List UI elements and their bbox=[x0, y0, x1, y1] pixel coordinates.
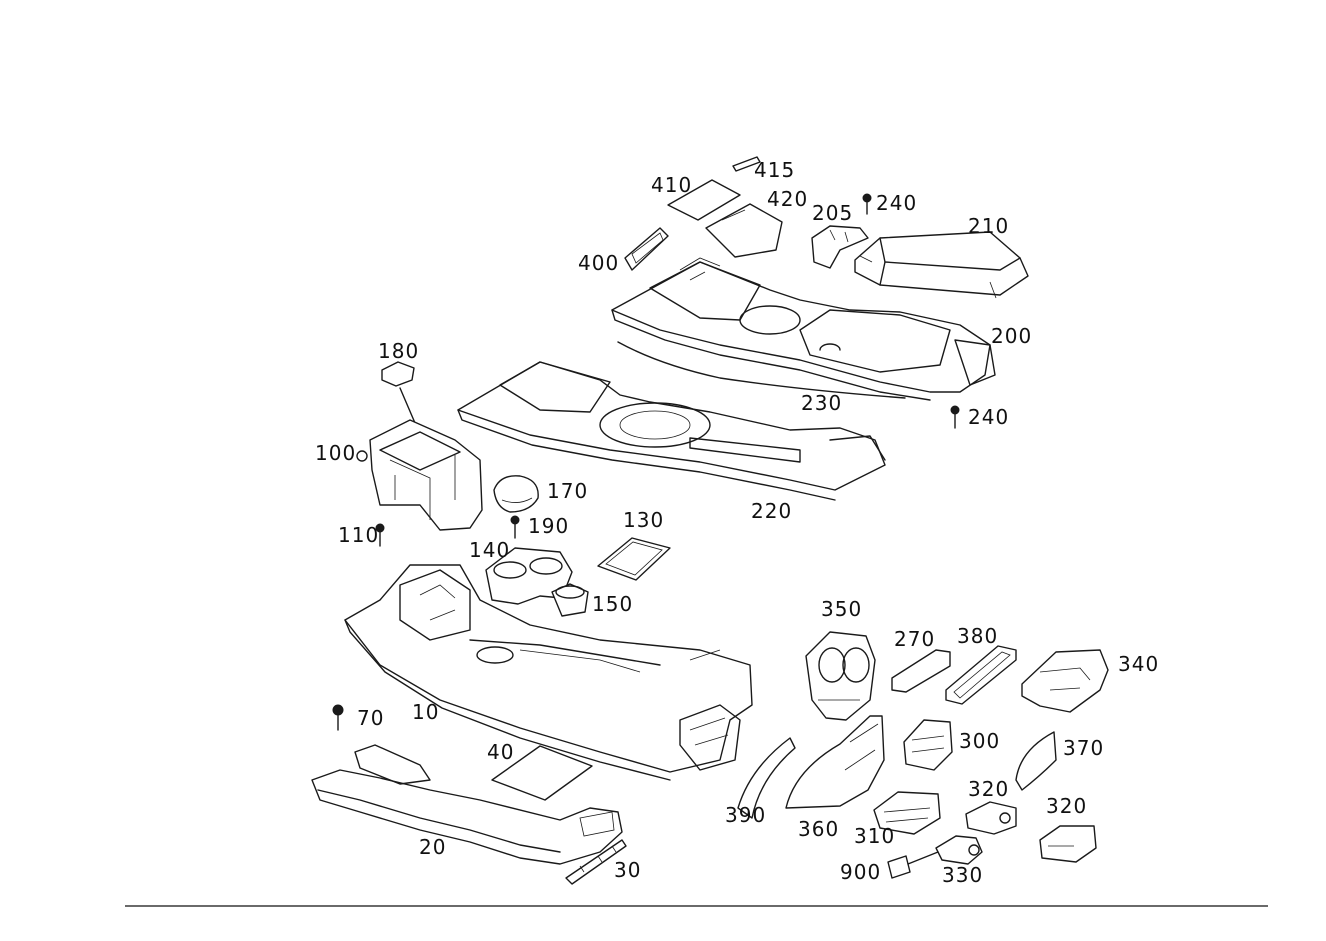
part-170-knob bbox=[493, 475, 539, 513]
part-320-socket-b bbox=[1039, 825, 1097, 863]
part-200-armrest-panel bbox=[611, 257, 996, 401]
callout-320-a: 320 bbox=[968, 777, 1009, 801]
callout-110: 110 bbox=[338, 523, 379, 547]
part-410-pad bbox=[667, 179, 741, 221]
callout-240-upper: 240 bbox=[876, 191, 917, 215]
part-30-strip bbox=[565, 839, 627, 885]
callout-420: 420 bbox=[767, 187, 808, 211]
callout-410: 410 bbox=[651, 173, 692, 197]
part-240-screw-lower bbox=[950, 405, 960, 429]
part-20-lower-tray bbox=[311, 744, 623, 865]
callout-370: 370 bbox=[1063, 736, 1104, 760]
part-130-mat bbox=[597, 537, 671, 581]
callout-70: 70 bbox=[357, 706, 384, 730]
part-10-console-body bbox=[344, 564, 753, 781]
callout-340: 340 bbox=[1118, 652, 1159, 676]
part-390-trim-curve bbox=[737, 737, 796, 819]
part-340-module bbox=[1021, 649, 1109, 713]
callout-270: 270 bbox=[894, 627, 935, 651]
part-205-hinge-bracket bbox=[811, 225, 869, 269]
callout-330: 330 bbox=[942, 863, 983, 887]
callout-150: 150 bbox=[592, 592, 633, 616]
part-400-frame bbox=[624, 227, 669, 271]
part-240-screw-upper bbox=[862, 193, 872, 215]
part-350-bezel bbox=[805, 631, 876, 721]
part-270-panel bbox=[891, 649, 951, 693]
callout-320-b: 320 bbox=[1046, 794, 1087, 818]
part-360-lower-bezel bbox=[785, 715, 885, 809]
part-320-socket-a bbox=[965, 801, 1017, 835]
callout-170: 170 bbox=[547, 479, 588, 503]
callout-210: 210 bbox=[968, 214, 1009, 238]
callout-360: 360 bbox=[798, 817, 839, 841]
part-40-pad bbox=[491, 745, 593, 801]
callout-30: 30 bbox=[614, 858, 641, 882]
part-210-armrest-lid bbox=[854, 231, 1029, 299]
callout-900: 900 bbox=[840, 860, 881, 884]
callout-130: 130 bbox=[623, 508, 664, 532]
part-230-trim-strip bbox=[617, 341, 906, 399]
part-370-cover bbox=[1015, 731, 1057, 791]
callout-415: 415 bbox=[754, 158, 795, 182]
part-150-insert bbox=[551, 583, 589, 617]
callout-200: 200 bbox=[991, 324, 1032, 348]
part-190-screw bbox=[510, 515, 520, 539]
callout-205: 205 bbox=[812, 201, 853, 225]
part-300-switch-panel bbox=[903, 719, 953, 771]
callout-180: 180 bbox=[378, 339, 419, 363]
callout-220: 220 bbox=[751, 499, 792, 523]
callout-300: 300 bbox=[959, 729, 1000, 753]
callout-380: 380 bbox=[957, 624, 998, 648]
callout-390: 390 bbox=[725, 803, 766, 827]
callout-400: 400 bbox=[578, 251, 619, 275]
part-220-console-trim bbox=[457, 361, 886, 501]
part-900-cable bbox=[887, 851, 939, 879]
part-330-connector bbox=[935, 835, 983, 865]
part-180-switch bbox=[381, 361, 419, 431]
callout-10: 10 bbox=[412, 700, 439, 724]
callout-350: 350 bbox=[821, 597, 862, 621]
part-310-switch-unit bbox=[873, 791, 941, 835]
callout-240-lower: 240 bbox=[968, 405, 1009, 429]
callout-140: 140 bbox=[469, 538, 510, 562]
callout-310: 310 bbox=[854, 824, 895, 848]
part-420-cover bbox=[705, 203, 783, 258]
callout-100: 100 bbox=[315, 441, 356, 465]
callout-230: 230 bbox=[801, 391, 842, 415]
part-70-screw bbox=[332, 704, 344, 731]
callout-190: 190 bbox=[528, 514, 569, 538]
callout-40: 40 bbox=[487, 740, 514, 764]
callout-20: 20 bbox=[419, 835, 446, 859]
part-100-control-unit bbox=[356, 419, 483, 531]
part-380-frame bbox=[945, 645, 1017, 705]
part-415-badge bbox=[732, 156, 761, 172]
part-110-screw bbox=[375, 523, 385, 547]
